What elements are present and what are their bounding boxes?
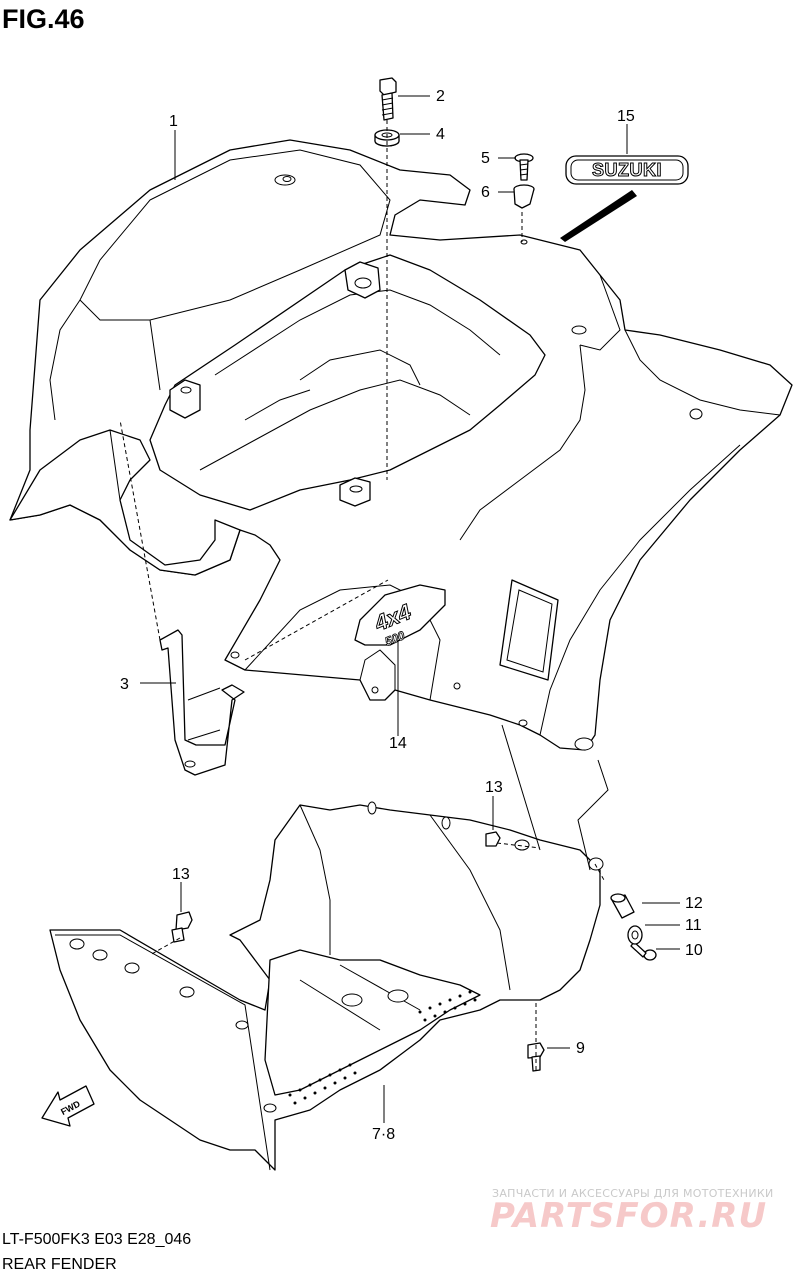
callout-12: 12 (685, 895, 703, 912)
footrest-grip-pattern (288, 990, 477, 1105)
callout-4: 4 (436, 126, 445, 143)
callout-14: 14 (389, 735, 407, 752)
fwd-direction-arrow[interactable]: FWD (41, 1085, 95, 1127)
suzuki-emblem: SUZUKI (560, 155, 689, 242)
bracket-part-3 (159, 629, 245, 776)
callout-1: 1 (169, 113, 178, 130)
figure-name: REAR FENDER (2, 1256, 117, 1273)
model-decal: 4x4 500 (354, 584, 446, 649)
leader-lines (119, 95, 680, 1123)
rear-fender-body (9, 139, 793, 751)
nut-part-6 (513, 184, 535, 209)
screw-part-5 (514, 153, 534, 181)
watermark-logo: PARTSFOR.RU (490, 1196, 768, 1236)
screw-part-10 (630, 941, 657, 961)
figure-code: LT-F500FK3 E03 E28_046 (2, 1231, 192, 1248)
callout-10: 10 (685, 942, 703, 959)
callout-13-upper: 13 (485, 779, 503, 796)
bolt-part-9 (527, 1042, 545, 1072)
callout-15: 15 (617, 108, 635, 125)
collar-part-12 (610, 893, 635, 919)
callout-9: 9 (576, 1040, 585, 1057)
callout-6: 6 (481, 184, 490, 201)
watermark-tagline: ЗАПЧАСТИ И АКСЕССУАРЫ ДЛЯ МОТОТЕХНИКИ (492, 1187, 774, 1200)
callout-13-lower: 13 (172, 866, 190, 883)
bolt-part-13-lower (171, 911, 193, 943)
callout-3: 3 (120, 676, 129, 693)
callout-numbers: 1 2 4 5 6 15 3 14 13 13 12 11 10 9 7·8 (120, 88, 703, 1143)
callout-2: 2 (436, 88, 445, 105)
bolt-part-13-upper (485, 831, 530, 851)
footrest-part-7-8 (49, 801, 604, 1171)
bolt-part-2 (379, 77, 397, 121)
callout-5: 5 (481, 150, 490, 167)
suzuki-emblem-text: SUZUKI (592, 160, 662, 180)
washer-part-11 (627, 925, 643, 945)
callout-7-8: 7·8 (372, 1126, 395, 1143)
figure-title: FIG.46 (2, 4, 85, 34)
callout-11: 11 (685, 917, 702, 934)
